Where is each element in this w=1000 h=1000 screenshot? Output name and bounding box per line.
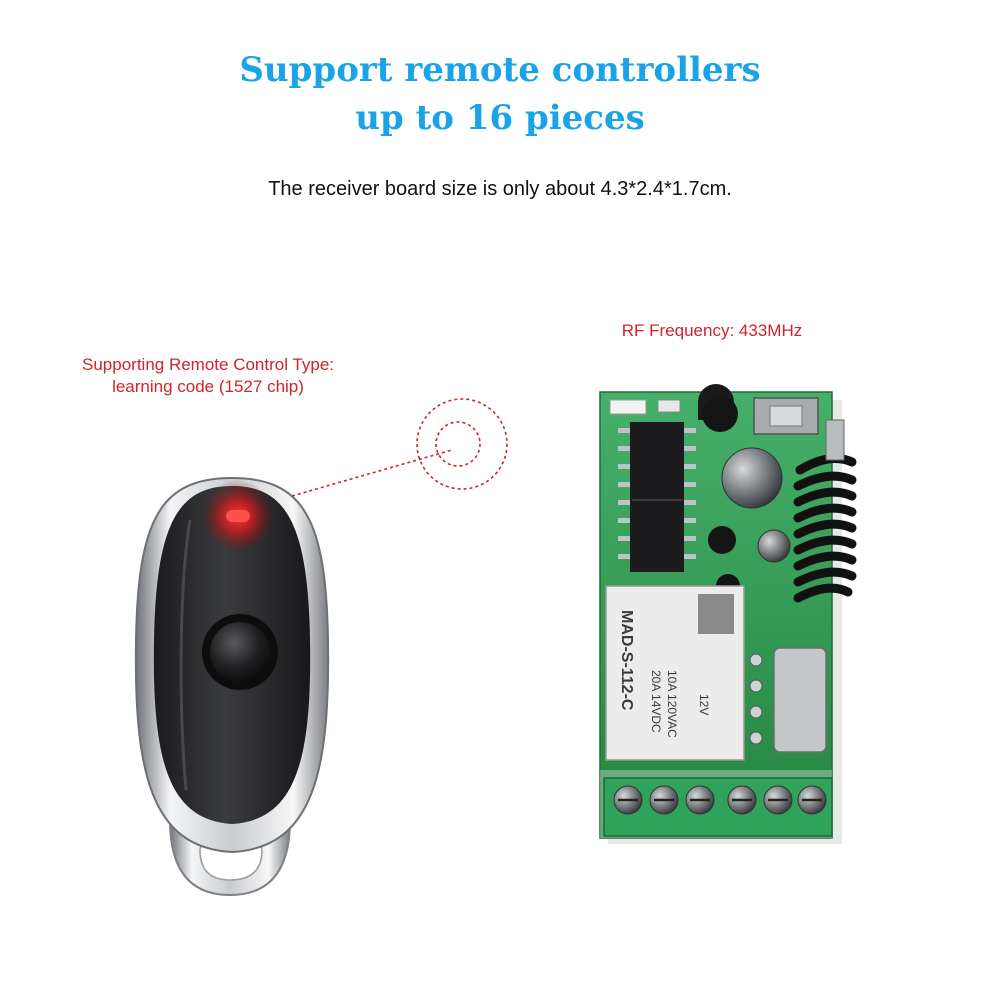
relay-rating-2: 20A 14VDC: [649, 670, 663, 733]
rf-frequency-annotation: RF Frequency: 433MHz: [621, 321, 803, 340]
led-indicator: [226, 510, 250, 522]
capacitor-small: [757, 529, 791, 563]
board-size-caption: The receiver board size is only about 4.…: [268, 178, 732, 200]
relay-rating-1: 10A 120VAC: [665, 670, 679, 738]
terminal-screws: [613, 785, 827, 815]
headline-line-2: up to 16 pieces: [355, 98, 645, 138]
signal-indicator: [291, 398, 508, 497]
decoder-ic: [630, 422, 684, 572]
relay-model-text: MAD-S-112-C: [618, 610, 635, 711]
remote-button[interactable]: [210, 622, 270, 682]
headline-line-1: Support remote controllers: [239, 50, 761, 90]
capacitor-large: [721, 447, 783, 509]
receiver-board: MAD-S-112-C 10A 120VAC 20A 14VDC 12V: [599, 384, 857, 844]
remote-control: [134, 476, 330, 897]
status-led: [609, 399, 647, 415]
remote-type-annotation: Supporting Remote Control Type: learning…: [48, 354, 368, 398]
remote-type-line-1: Supporting Remote Control Type:: [82, 355, 334, 374]
antenna-coil: [793, 453, 857, 603]
remote-type-line-2: learning code (1527 chip): [112, 377, 304, 396]
relay-coil-voltage: 12V: [697, 694, 711, 715]
oscillator: [773, 647, 827, 753]
terminal-block: [603, 777, 833, 837]
